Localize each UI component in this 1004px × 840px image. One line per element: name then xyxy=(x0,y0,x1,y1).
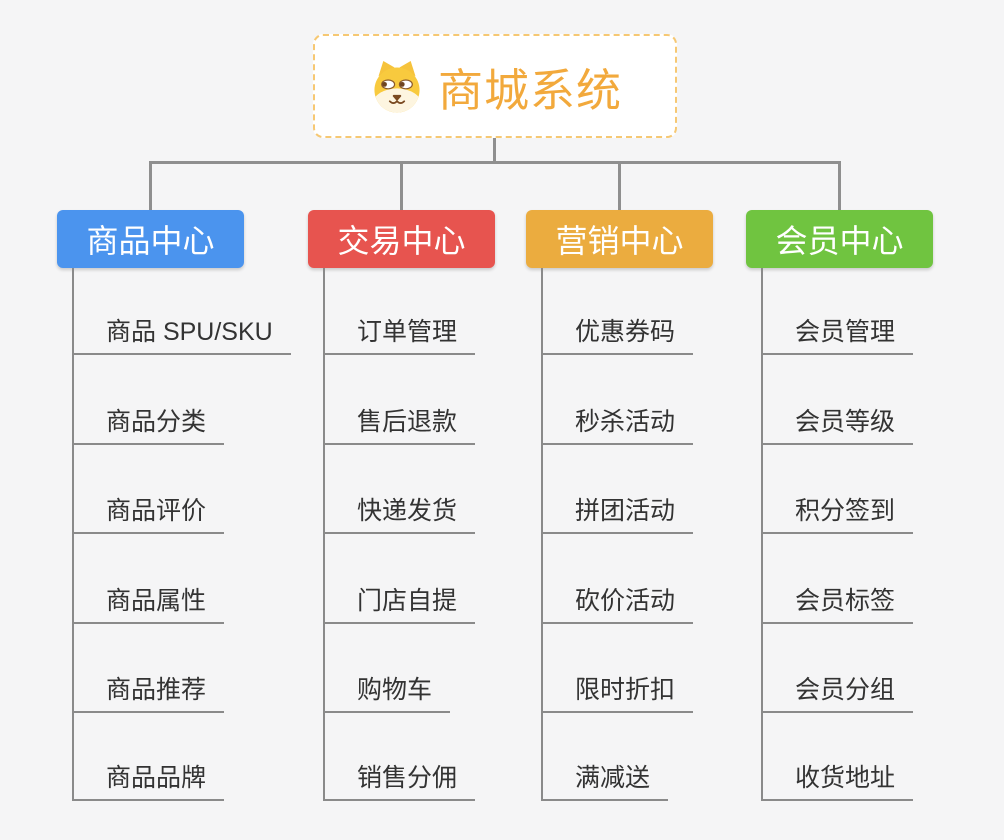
subtopic-item[interactable]: 砍价活动 xyxy=(541,586,694,624)
connector-bus xyxy=(149,161,839,164)
root-node[interactable]: 商城系统 xyxy=(313,34,677,138)
subtopic-item[interactable]: 优惠券码 xyxy=(541,317,694,355)
branch-box-marketing-center[interactable]: 营销中心 xyxy=(526,210,713,268)
subtopic-item[interactable]: 会员管理 xyxy=(761,317,914,355)
subtopic-item[interactable]: 商品品牌 xyxy=(72,763,225,801)
branch-box-product-center[interactable]: 商品中心 xyxy=(57,210,244,268)
branch-label: 会员中心 xyxy=(775,223,904,259)
subtopic-item[interactable]: 商品属性 xyxy=(72,586,225,624)
subtopic-item[interactable]: 会员分组 xyxy=(761,675,914,713)
shiba-dog-icon xyxy=(368,57,426,115)
subtopic-item[interactable]: 购物车 xyxy=(323,675,451,713)
subtree-spine xyxy=(72,268,74,801)
subtopic-item[interactable]: 拼团活动 xyxy=(541,496,694,534)
subtopic-item[interactable]: 商品评价 xyxy=(72,496,225,534)
subtopic-item[interactable]: 商品 SPU/SKU xyxy=(72,317,291,355)
subtopic-item[interactable]: 会员标签 xyxy=(761,586,914,624)
subtopic-item[interactable]: 限时折扣 xyxy=(541,675,694,713)
subtopic-item[interactable]: 销售分佣 xyxy=(323,763,476,801)
subtopic-item[interactable]: 商品分类 xyxy=(72,407,225,445)
subtopic-item[interactable]: 快递发货 xyxy=(323,496,476,534)
subtopic-item[interactable]: 商品推荐 xyxy=(72,675,225,713)
connector-drop-trade xyxy=(400,161,403,210)
subtopic-item[interactable]: 订单管理 xyxy=(323,317,476,355)
branch-label: 交易中心 xyxy=(337,223,466,259)
subtopic-item[interactable]: 会员等级 xyxy=(761,407,914,445)
subtopic-item[interactable]: 收货地址 xyxy=(761,763,914,801)
connector-root-stem xyxy=(493,138,496,164)
connector-drop-marketing xyxy=(618,161,621,210)
subtopic-item[interactable]: 售后退款 xyxy=(323,407,476,445)
branch-label: 营销中心 xyxy=(555,223,684,259)
subtree-spine xyxy=(323,268,325,801)
branch-box-member-center[interactable]: 会员中心 xyxy=(746,210,933,268)
branch-label: 商品中心 xyxy=(86,223,215,259)
root-title: 商城系统 xyxy=(437,64,622,116)
subtopic-item[interactable]: 秒杀活动 xyxy=(541,407,694,445)
connector-drop-product xyxy=(149,161,152,210)
connector-drop-member xyxy=(838,161,841,210)
subtree-spine xyxy=(761,268,763,801)
subtopic-item[interactable]: 门店自提 xyxy=(323,586,476,624)
subtree-spine xyxy=(541,268,543,801)
branch-box-trade-center[interactable]: 交易中心 xyxy=(308,210,495,268)
subtopic-item[interactable]: 积分签到 xyxy=(761,496,914,534)
subtopic-item[interactable]: 满减送 xyxy=(541,763,669,801)
